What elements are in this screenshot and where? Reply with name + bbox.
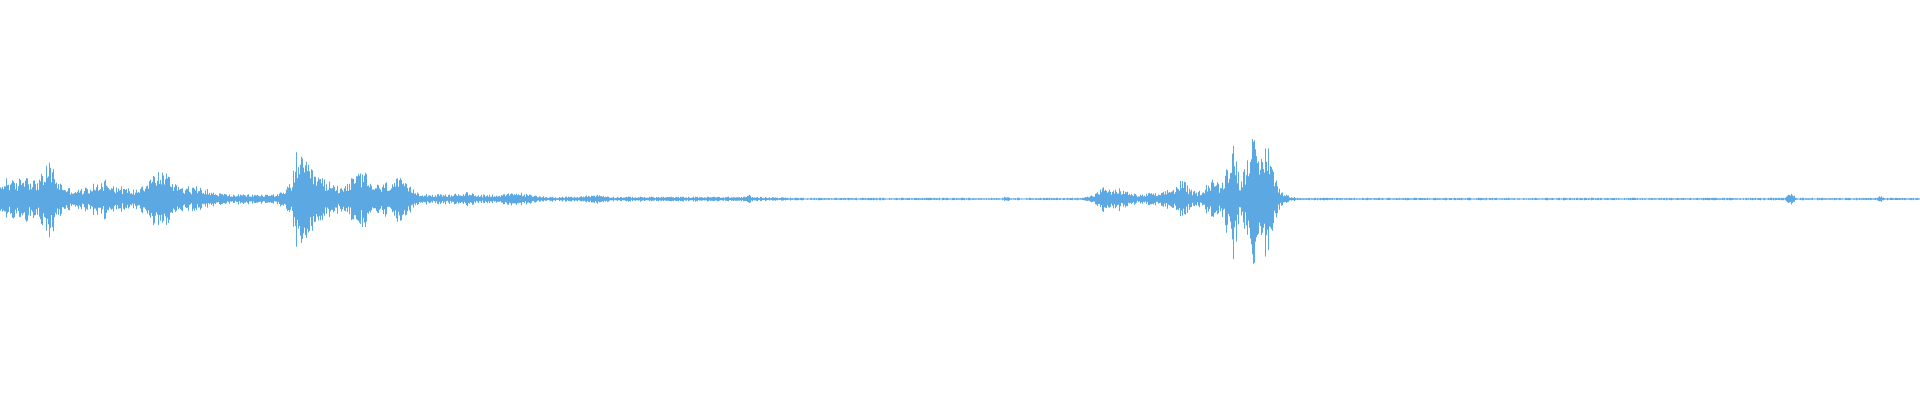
waveform-path xyxy=(0,139,1920,264)
waveform-samples xyxy=(0,139,1920,264)
